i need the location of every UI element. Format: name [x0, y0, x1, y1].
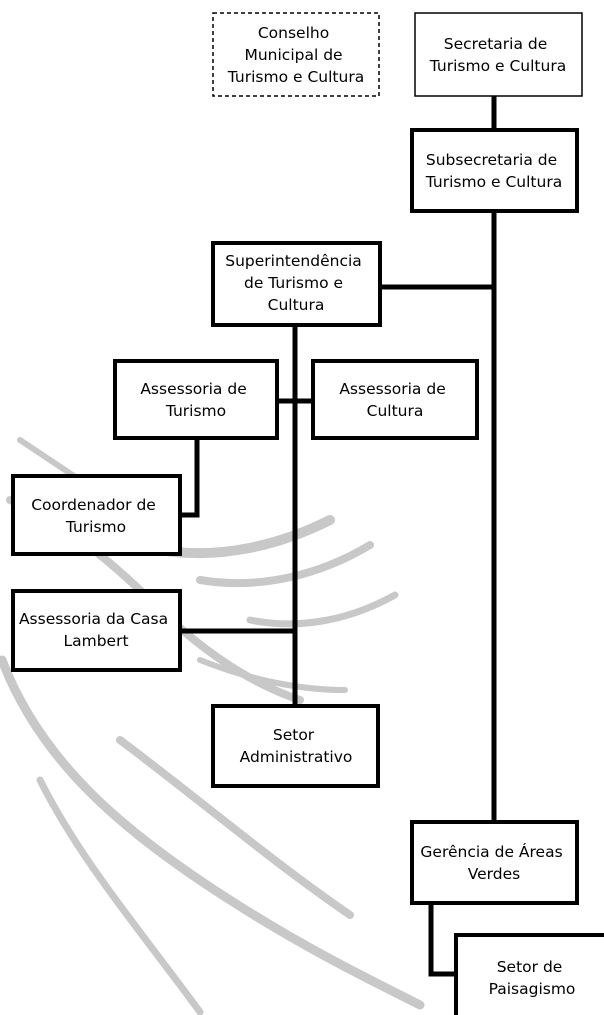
box-superintendencia: [211, 241, 382, 327]
label-gerencia-areas-verdes: Gerência de Áreas Verdes: [420, 842, 567, 883]
label-setor-paisagismo: Setor de Paisagismo: [489, 958, 576, 998]
box-coordenador-turismo: [11, 474, 182, 556]
connectors: [177, 93, 497, 977]
box-gerencia-areas-verdes: [410, 820, 579, 905]
box-setor-administrativo: [211, 704, 380, 788]
box-assessoria-cultura: [311, 359, 479, 440]
label-subsecretaria: Subsecretaria de Turismo e Cultura: [425, 151, 562, 191]
label-setor-administrativo: Setor Administrativo: [240, 726, 353, 766]
label-coordenador-turismo: Coordenador de Turismo: [31, 496, 161, 536]
label-assessoria-turismo: Assessoria de Turismo: [140, 380, 251, 420]
label-conselho: Conselho Municipal de Turismo e Cultura: [227, 24, 364, 86]
box-assessoria-turismo: [113, 359, 279, 440]
box-assessoria-casa-lambert: [11, 589, 182, 672]
label-secretaria: Secretaria de Turismo e Cultura: [429, 35, 566, 75]
box-subsecretaria: [410, 128, 579, 213]
box-conselho: [212, 12, 380, 97]
label-superintendencia: Superintendência de Turismo e Cultura: [225, 252, 366, 314]
box-setor-paisagismo: [454, 933, 604, 1015]
label-assessoria-cultura: Assessoria de Cultura: [339, 380, 450, 420]
label-assessoria-casa-lambert: Assessoria da Casa Lambert: [19, 610, 173, 650]
box-secretaria: [414, 12, 583, 97]
